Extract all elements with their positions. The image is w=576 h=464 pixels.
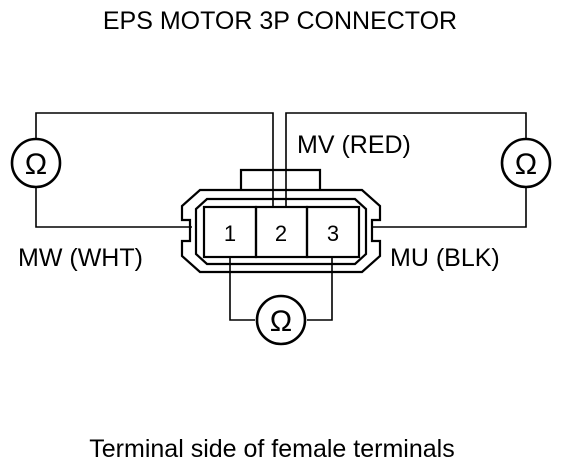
wire-pin3-to-bottom-meter <box>307 257 333 321</box>
connector-latch <box>239 168 322 190</box>
diagram-title: EPS MOTOR 3P CONNECTOR <box>103 7 457 35</box>
test-wires <box>35 112 527 321</box>
wire-pin2-to-right-meter <box>285 112 527 206</box>
terminal-cavity-3 <box>305 205 361 259</box>
ohmmeter-right-circle <box>500 137 552 189</box>
connector-housing-outer <box>180 188 382 274</box>
ohmmeter-right: Ω <box>500 137 552 189</box>
diagram-caption: Terminal side of female terminals <box>89 435 454 463</box>
terminal-3-number: 3 <box>327 221 339 246</box>
terminal-1-number: 1 <box>224 221 236 246</box>
ohm-icon: Ω <box>270 305 292 338</box>
wire-label-mw: MW (WHT) <box>18 244 143 272</box>
connector-body: 1 2 3 <box>180 168 382 274</box>
connector-housing-inner <box>194 197 368 266</box>
wire-label-mv: MV (RED) <box>297 131 411 159</box>
wire-pin1-to-bottom-meter <box>229 257 255 321</box>
ohmmeter-bottom-circle <box>255 294 307 346</box>
ohmmeter-bottom: Ω <box>255 294 307 346</box>
wire-pin2-to-left-meter <box>35 112 274 206</box>
ohm-icon: Ω <box>25 148 47 181</box>
wire-left-meter-to-pin1 <box>35 187 192 228</box>
ohm-icon: Ω <box>515 148 537 181</box>
terminal-2-number: 2 <box>275 221 287 246</box>
wire-right-meter-to-pin3 <box>371 187 527 228</box>
ohmmeter-left: Ω <box>10 137 62 189</box>
ohmmeter-left-circle <box>10 137 62 189</box>
wire-label-mu: MU (BLK) <box>390 244 500 272</box>
